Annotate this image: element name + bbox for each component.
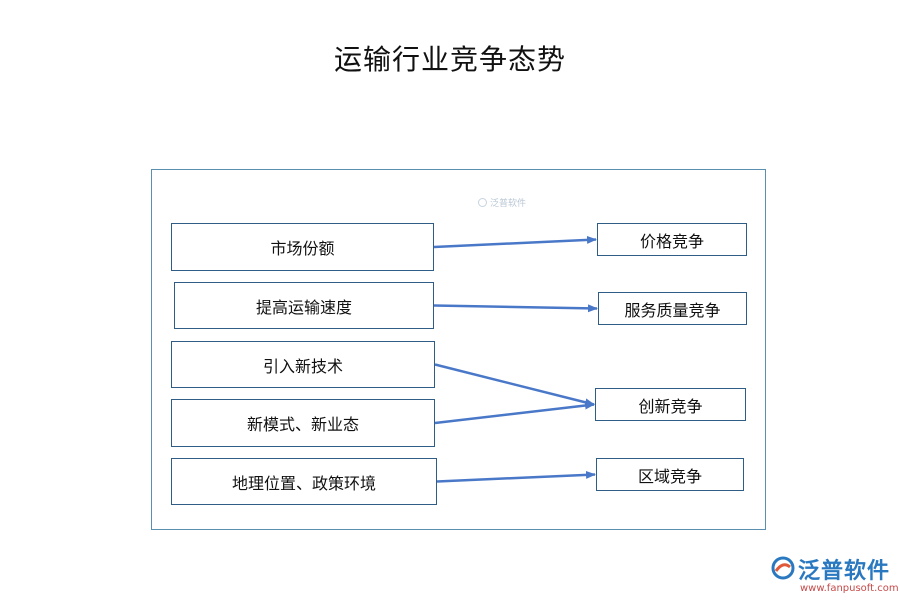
watermark-text: 泛普软件	[490, 199, 527, 209]
factor-label: 引入新技术	[262, 356, 343, 376]
outcome-box-o4: 区域竞争	[596, 458, 744, 491]
watermark: 泛普软件	[478, 196, 526, 209]
outcome-box-o1: 价格竞争	[597, 223, 747, 256]
factor-box-f2: 提高运输速度	[174, 282, 434, 329]
outcome-label: 服务质量竞争	[624, 300, 721, 320]
brand-logo: 泛普软件 www.fanpusoft.com	[770, 553, 899, 598]
factor-label: 提高运输速度	[255, 297, 352, 317]
outcome-label: 价格竞争	[639, 231, 704, 251]
factor-box-f1: 市场份额	[171, 223, 434, 271]
factor-box-f5: 地理位置、政策环境	[171, 458, 437, 505]
outcome-box-o2: 服务质量竞争	[598, 292, 747, 325]
arrow-f4-to-o3	[434, 401, 595, 425]
brand-swirl-icon	[771, 556, 795, 580]
factor-label: 新模式、新业态	[246, 415, 359, 434]
arrow-f1-to-o1	[433, 235, 597, 249]
arrow-f3-to-o3	[434, 363, 595, 407]
arrow-f2-to-o2	[433, 304, 598, 313]
factor-box-f4: 新模式、新业态	[171, 399, 435, 447]
diagram-title: 运输行业竞争态势	[333, 43, 566, 76]
brand-url: www.fanpusoft.com	[800, 583, 899, 594]
outcome-box-o3: 创新竞争	[595, 388, 746, 421]
watermark-logo-icon	[478, 198, 487, 207]
factor-box-f3: 引入新技术	[171, 341, 435, 388]
factor-label: 市场份额	[270, 239, 335, 258]
arrow-f5-to-o4	[436, 470, 596, 483]
factor-label: 地理位置、政策环境	[231, 473, 376, 493]
outcome-label: 创新竞争	[638, 396, 703, 416]
brand-name: 泛普软件	[798, 559, 891, 584]
outcome-label: 区域竞争	[637, 466, 702, 486]
